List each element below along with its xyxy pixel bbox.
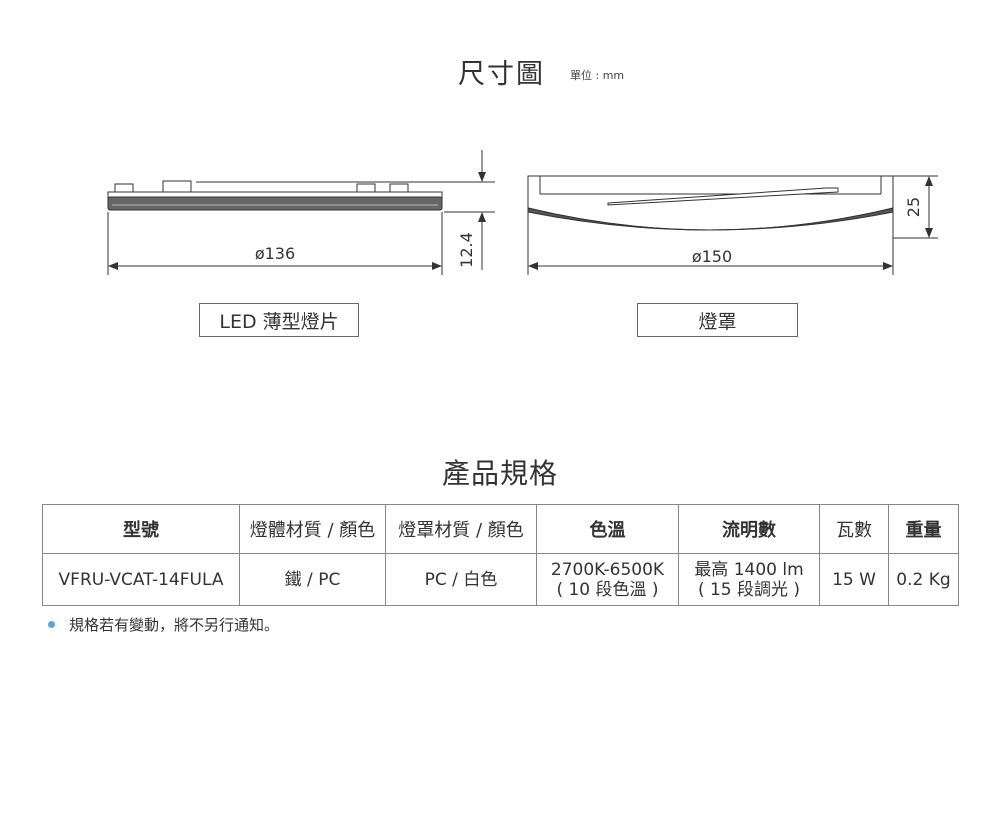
led-thickness-label: 12.4 (457, 232, 476, 268)
cell-wattage: 15 W (819, 553, 889, 606)
column-header-lumen: 流明數 (678, 504, 820, 554)
led-diameter-label: ø136 (255, 244, 295, 263)
column-header-cover-material: 燈罩材質 / 顏色 (385, 504, 537, 554)
dimension-drawing: ø136 12.4 ø150 25 (107, 150, 938, 275)
cell-cover-material: PC / 白色 (385, 553, 537, 606)
column-header-model: 型號 (42, 504, 240, 554)
column-header-weight: 重量 (888, 504, 959, 554)
unit-label: 單位 : mm (570, 69, 625, 82)
spec-title: 產品規格 (441, 457, 558, 490)
cell-body-material: 鐵 / PC (239, 553, 386, 606)
spec-table: 型號 燈體材質 / 顏色 燈罩材質 / 顏色 色溫 流明數 瓦數 重量 VFRU… (42, 504, 959, 606)
cover-height-label: 25 (904, 197, 923, 217)
cell-lumen: 最高 1400 lm ( 15 段調光 ) (678, 553, 820, 606)
spec-change-note: 規格若有變動，將不另行通知。 (48, 614, 279, 635)
cell-color-temp: 2700K-6500K ( 10 段色溫 ) (536, 553, 679, 606)
drawing-title-row: 尺寸圖 單位 : mm (0, 52, 1000, 92)
led-plate-label: LED 薄型燈片 (199, 303, 359, 337)
color-temp-range: 2700K-6500K (550, 559, 665, 580)
column-header-wattage: 瓦數 (819, 504, 889, 554)
led-plate-drawing (107, 150, 495, 275)
cover-diameter-label: ø150 (692, 247, 732, 266)
cell-weight: 0.2 Kg (888, 553, 959, 606)
page-title: 尺寸圖 (458, 59, 545, 90)
lumen-max: 最高 1400 lm (694, 559, 804, 580)
column-header-color-temp: 色溫 (536, 504, 679, 554)
bullet-dot-icon (48, 621, 55, 628)
cover-label: 燈罩 (637, 303, 798, 337)
color-temp-steps: ( 10 段色溫 ) (556, 579, 659, 600)
table-row: VFRU-VCAT-14FULA 鐵 / PC PC / 白色 2700K-65… (42, 553, 959, 606)
lumen-steps: ( 15 段調光 ) (697, 579, 801, 600)
note-text: 規格若有變動，將不另行通知。 (69, 616, 280, 634)
cover-drawing (527, 175, 938, 275)
column-header-body-material: 燈體材質 / 顏色 (239, 504, 386, 554)
spec-header-row: 型號 燈體材質 / 顏色 燈罩材質 / 顏色 色溫 流明數 瓦數 重量 (42, 504, 959, 554)
cell-model: VFRU-VCAT-14FULA (42, 553, 240, 606)
